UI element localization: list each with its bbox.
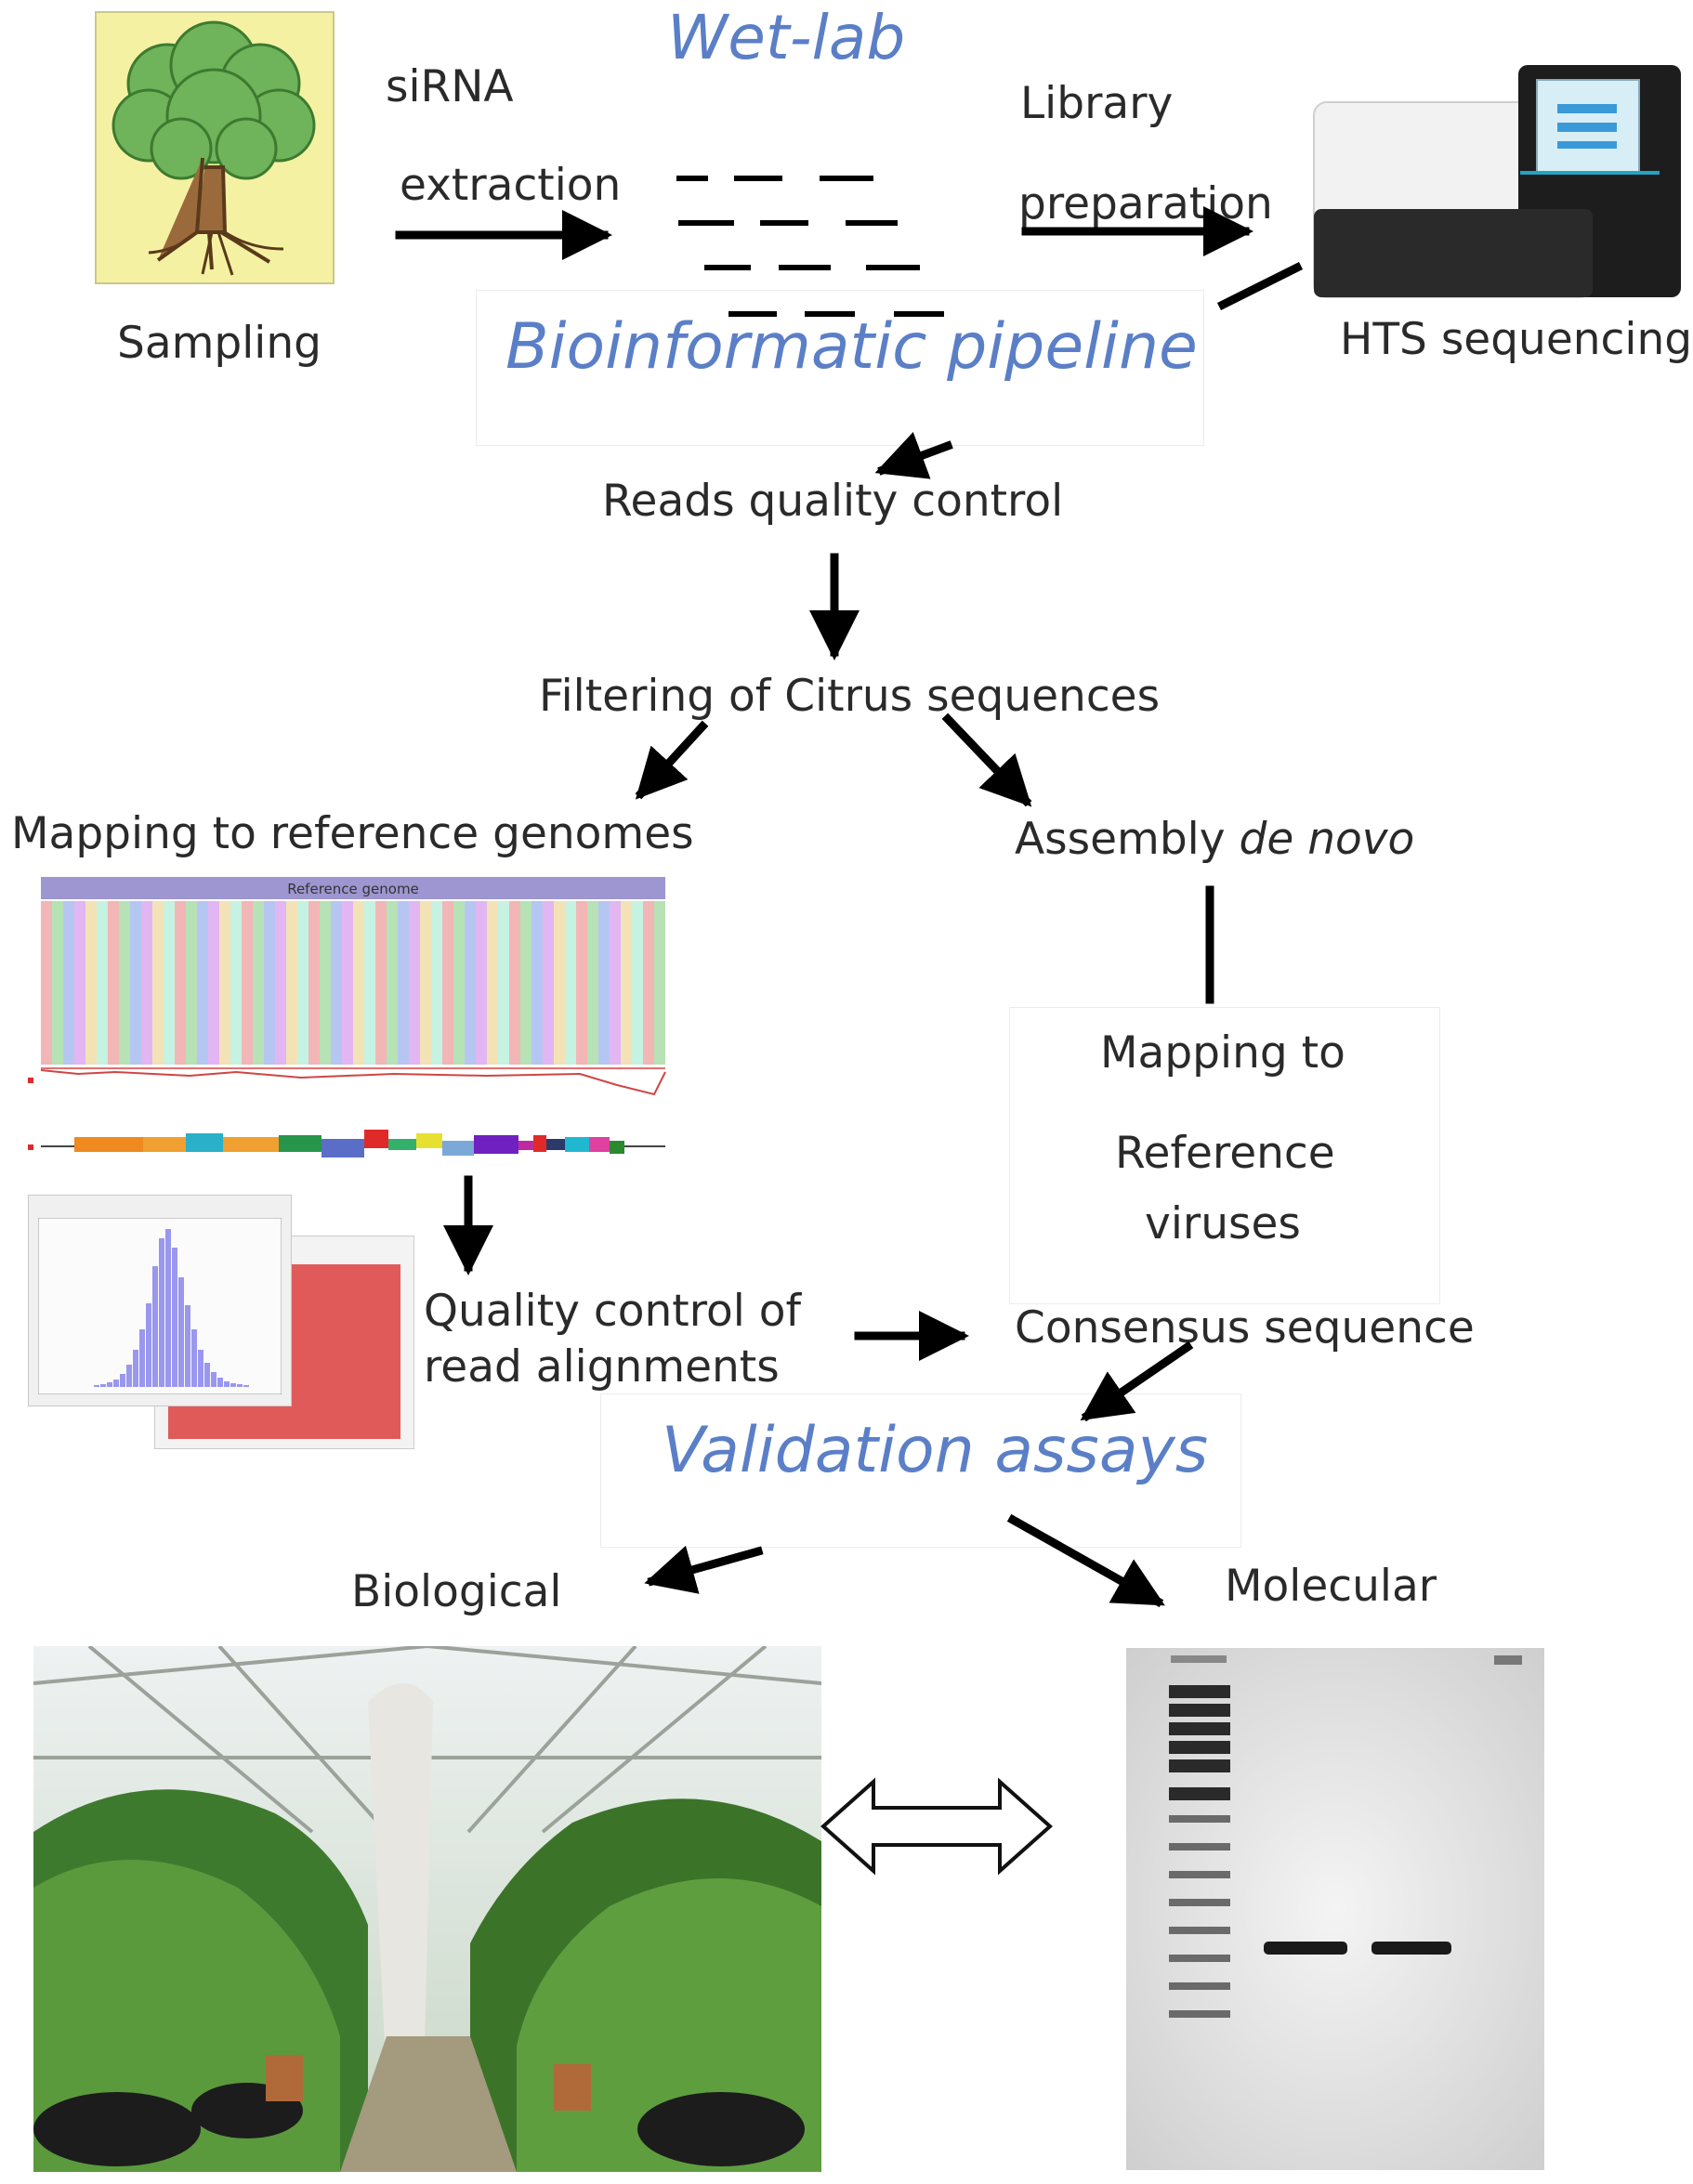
- arrow-hts-to-pipeline: [1216, 261, 1304, 311]
- sirna-label: siRNA: [386, 61, 514, 112]
- sequencer-icon: [1313, 65, 1681, 298]
- arrow-filter-to-mapping: [635, 720, 709, 800]
- greenhouse-photo: [33, 1646, 821, 2172]
- biological-label: Biological: [351, 1566, 562, 1617]
- wet-lab-heading: Wet-lab: [667, 2, 906, 73]
- genome-viewer-title: Reference genome: [287, 881, 419, 897]
- tree-icon: [95, 11, 335, 284]
- hts-sequencing-label: HTS sequencing: [1340, 314, 1693, 365]
- genome-viewer-thumbnail: Reference genome: [28, 877, 666, 1157]
- assembly-text: Assembly: [1015, 814, 1226, 865]
- qc-alignments-label-2: read alignments: [424, 1341, 780, 1393]
- validation-heading: Validation assays: [662, 1414, 1209, 1487]
- viruses-label: viruses: [1145, 1198, 1301, 1249]
- extraction-label: extraction: [400, 160, 622, 211]
- arrow-consensus-to-validation: [1080, 1340, 1194, 1422]
- reference-label: Reference: [1115, 1128, 1335, 1179]
- arrow-validation-to-biological: [644, 1545, 764, 1594]
- consensus-label: Consensus sequence: [1015, 1302, 1475, 1354]
- arrow-pipeline-to-qc: [874, 432, 953, 479]
- arrow-filter-to-assembly: [941, 713, 1032, 807]
- double-arrow-icon: [820, 1777, 1054, 1876]
- sampling-label: Sampling: [117, 318, 322, 369]
- bioinformatic-heading: Bioinformatic pipeline: [505, 310, 1198, 384]
- gel-electrophoresis-photo: [1126, 1648, 1544, 2170]
- arrow-validation-to-molecular: [1006, 1513, 1165, 1608]
- mapping-to-label: Mapping to: [1100, 1027, 1345, 1079]
- qc-alignments-label-1: Quality control of: [424, 1286, 802, 1337]
- assembly-label: Assembly de novo: [1015, 817, 1414, 861]
- reference-viruses-box: [1009, 1007, 1440, 1304]
- reads-quality-control-label: Reads quality control: [602, 476, 1064, 527]
- histogram-thumbnail: [28, 1195, 292, 1406]
- library-label: Library: [1020, 78, 1174, 129]
- de-novo-text: de novo: [1239, 814, 1415, 865]
- mapping-reference-genomes-label: Mapping to reference genomes: [11, 808, 694, 859]
- molecular-label: Molecular: [1225, 1561, 1437, 1612]
- filtering-label: Filtering of Citrus sequences: [539, 671, 1161, 722]
